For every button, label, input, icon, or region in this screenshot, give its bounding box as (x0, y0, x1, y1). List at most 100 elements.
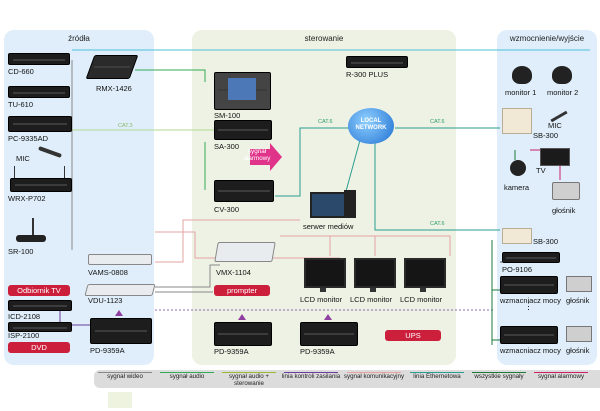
lcd-monitor-3-label: LCD monitor (400, 295, 443, 304)
legend-item-ethernet: linia Ethernetowa (406, 372, 468, 381)
cat6-label-b: CAT.6 (430, 119, 445, 125)
po-9106-device (502, 252, 560, 263)
lcd-monitor-2-label: LCD monitor (350, 295, 393, 304)
legend-item-all: wszystkie sygnały (468, 372, 530, 381)
dvd-tag: DVD (8, 342, 70, 353)
output-zone: wzmocnienie/wyjście (497, 30, 597, 365)
amp2-device (500, 326, 558, 344)
vdu-1123-label: VDU-1123 (88, 296, 123, 305)
speaker2-label: głośnik (566, 346, 590, 355)
wrx-antenna2-icon (64, 166, 65, 178)
sb-300-top-label: SB-300 (533, 131, 559, 140)
cat6-label-a: CAT.6 (318, 119, 333, 125)
pd-9359a-mid1-label: PD-9359A (214, 347, 249, 356)
legend-swatch-comm (347, 372, 401, 373)
lcd-monitor-1-stand (320, 288, 326, 292)
tu-610-label: TU-610 (8, 100, 34, 109)
isp-2100-label: ISP-2100 (8, 331, 40, 340)
pd-9359a-mid2-label: PD-9359A (300, 347, 335, 356)
pd-mid1-arrow-icon (238, 314, 246, 320)
wrx-antenna-icon (14, 166, 15, 178)
net-to-sa-line (275, 127, 355, 197)
legend-label-power: linia kontroli zasilania (281, 373, 341, 380)
amp2-label: wzmacniacz mocy (500, 346, 561, 355)
server-monitor (310, 192, 346, 218)
speaker-top-label: głośnik (552, 206, 576, 215)
legend-swatch-audio (160, 372, 214, 373)
comm-line-3 (280, 235, 451, 256)
r300-plus-device (346, 56, 408, 68)
prompter-tag: prompter (214, 285, 270, 296)
tv-receiver-tag: Odbiornik TV (8, 285, 70, 296)
control-zone-title: sterowanie (304, 34, 344, 43)
speaker-top-icon (552, 182, 580, 200)
lcd-monitor-2 (354, 258, 396, 288)
legend-label-video: sygnał wideo (107, 373, 143, 380)
icd-2108-label: ICD-2108 (8, 312, 41, 321)
legend-swatch-ethernet (410, 372, 464, 373)
monitor1-label: monitor 1 (505, 88, 537, 97)
pd-left-arrow-icon (115, 310, 123, 316)
cd-660-device (8, 53, 70, 65)
cat6-label-c: CAT.6 (430, 221, 445, 227)
sm-100-label: SM-100 (214, 111, 241, 120)
speaker2-icon (566, 326, 592, 342)
ups-tag: UPS (385, 330, 441, 341)
pd-9359a-mid1-device (214, 322, 272, 346)
tv-label: TV (536, 166, 546, 175)
r300-plus-label: R-300 PLUS (346, 70, 389, 79)
server-label: serwer mediów (303, 222, 354, 231)
legend-label-audio-control: sygnał audio + sterowanie (228, 373, 270, 387)
legend-item-audio: sygnał audio (156, 372, 218, 381)
legend-swatch-alarm (534, 372, 588, 373)
rmx-to-sm-line (135, 69, 206, 82)
alarm-arrow-shape (250, 143, 282, 171)
pc-9335ad-label: PC-9335AD (8, 134, 49, 143)
sr-100-mic-stem (32, 218, 34, 235)
legend-item-alarm: sygnał alarmowy (530, 372, 592, 381)
sm-100-screen (228, 78, 256, 100)
rmx-1426-device (85, 55, 139, 79)
legend-swatch-power (284, 372, 338, 373)
legend-label-ethernet: linia Ethernetowa (413, 373, 461, 380)
lcd-monitor-3-stand (420, 288, 426, 292)
server-tower (344, 190, 356, 218)
pd-9359a-left-device (90, 318, 152, 344)
monitor2-label: monitor 2 (547, 88, 579, 97)
sr-100-device (16, 235, 46, 242)
legend-swatch-all (472, 372, 526, 373)
alarm-signal-label: sygnał alarmowy (243, 148, 271, 162)
sr-100-label: SR-100 (8, 247, 34, 256)
camera-label: kamera (504, 183, 530, 192)
net-to-sb2-line (374, 142, 500, 231)
legend-label-all: wszystkie sygnały (474, 373, 524, 380)
net-to-server-line (344, 139, 361, 196)
monitor1-camera-icon (512, 66, 532, 84)
legend-item-video: sygnał wideo (94, 372, 156, 381)
output-zone-title: wzmocnienie/wyjście (509, 34, 585, 43)
vmx-1104-label: VMX-1104 (216, 268, 251, 277)
vams-0808-device (88, 254, 152, 265)
video-line-vdu (155, 264, 220, 288)
tv-icon (540, 148, 570, 166)
cd-660-label: CD-660 (8, 67, 34, 76)
sources-zone-title: źródła (68, 34, 90, 43)
legend-label-audio: sygnał audio (169, 373, 205, 380)
tu-610-device (8, 86, 70, 98)
po-9106-label: PO-9106 (502, 265, 533, 274)
local-network-label: LOCAL NETWORK (355, 118, 387, 131)
pd-9359a-left-label: PD-9359A (90, 346, 125, 355)
legend-swatch-audio-control (222, 372, 276, 373)
lcd-monitor-1-label: LCD monitor (300, 295, 343, 304)
sa-300-label: SA-300 (214, 142, 240, 151)
local-network-globe (348, 108, 394, 144)
mic-source-label: MIC (16, 154, 30, 163)
amp1-device (500, 276, 558, 294)
sa-300-device (214, 120, 272, 140)
vmx-1104-device (214, 242, 276, 262)
legend: sygnał wideo sygnał audio sygnał audio +… (94, 370, 600, 388)
icd-2108-device (8, 300, 72, 311)
sb-300-bottom-device (502, 228, 532, 244)
cv-300-label: CV-300 (214, 205, 240, 214)
